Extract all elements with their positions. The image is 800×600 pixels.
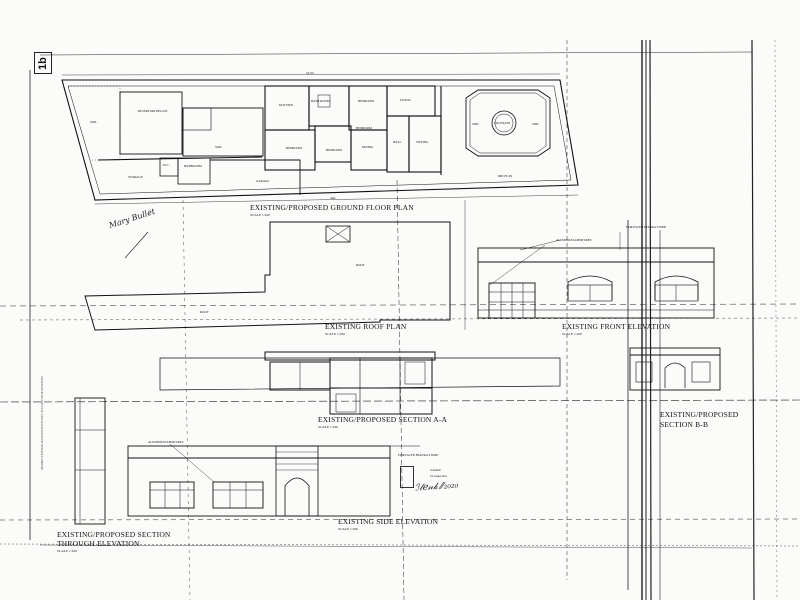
room-soil-3: SOIL	[472, 122, 480, 126]
dimension-top: 34.7m	[306, 71, 314, 75]
room-bath: BATH ROOM	[311, 99, 330, 103]
room-bedroom-1: BEDROOM	[358, 99, 374, 103]
scale-section-aa: SCALE 1:100	[318, 425, 338, 429]
note-fair-faced-side: FAIR FACED FRANKA STONE	[398, 453, 439, 457]
label-roof-2: ROOF	[200, 310, 209, 314]
scale-side-elevation: SCALE 1:100	[338, 527, 358, 531]
title-section-bb-2: SECTION B-B	[660, 420, 709, 429]
room-bedroom-3: BEDROOM	[326, 148, 342, 152]
approval-stamp: available for inspection	[400, 466, 472, 496]
room-reservoir: RESERVOIR BELOW	[138, 109, 168, 113]
room-wc: W.C.	[163, 163, 170, 167]
scale-front-elevation: SCALE 1:100	[562, 332, 582, 336]
note-aluminium-front: ALUMINIUM APERTURES	[556, 238, 592, 242]
sheet-number: 1b	[34, 52, 52, 74]
scale-ground-floor: SCALE 1:100	[250, 213, 270, 217]
stamp-text: available	[430, 468, 441, 472]
room-kitchen: KITCHEN	[279, 103, 293, 107]
title-section-aa: EXISTING/PROPOSED SECTION A-A	[318, 415, 448, 424]
label-roof: ROOF	[356, 263, 365, 267]
title-ground-floor: EXISTING/PROPOSED GROUND FLOOR PLAN	[250, 203, 414, 212]
title-side-elevation: EXISTING SIDE ELEVATION	[338, 517, 439, 526]
note-aluminium-side: ALUMINIUM APERTURES	[148, 440, 184, 444]
room-soil-1: SOIL	[90, 120, 98, 124]
title-front-elevation: EXISTING FRONT ELEVATION	[562, 322, 671, 331]
label-fountain: FOUNTAIN	[494, 121, 511, 125]
room-living: LIVING	[400, 98, 411, 102]
room-hall: HALL	[393, 140, 402, 144]
scale-through: SCALE 1:100	[57, 549, 77, 553]
dimension-bottom: 34m	[330, 196, 336, 200]
room-bedroom-2: BEDROOM	[286, 146, 302, 150]
label-drive-in: DRIVE-IN	[498, 174, 513, 178]
room-soil-2: SOIL	[215, 145, 223, 149]
room-bedroom-4: BEDROOM	[356, 126, 372, 130]
stamp-box	[400, 466, 414, 488]
margin-text: 20190821 EXISTING & PROPOSED PLANS, ELEV…	[40, 376, 44, 470]
scale-roof: SCALE 1:100	[325, 332, 345, 336]
stamp-subtext: for inspection	[430, 474, 447, 478]
title-roof: EXISTING ROOF PLAN	[325, 322, 407, 331]
room-storage: STORAGE	[128, 175, 143, 179]
title-section-bb-1: EXISTING/PROPOSED	[660, 410, 739, 419]
title-through-2: THROUGH ELEVATION	[57, 539, 140, 548]
room-bathroom: BATHROOM	[184, 164, 202, 168]
title-through-1: EXISTING/PROPOSED SECTION	[57, 530, 171, 539]
room-garage: GARAGE	[256, 179, 270, 183]
room-sitting: SITTING	[416, 140, 429, 144]
room-dining: DINING	[362, 145, 374, 149]
note-fair-faced-front: FAIR FACED FRANKA STONE	[626, 225, 667, 229]
room-soil-4: SOIL	[532, 122, 540, 126]
